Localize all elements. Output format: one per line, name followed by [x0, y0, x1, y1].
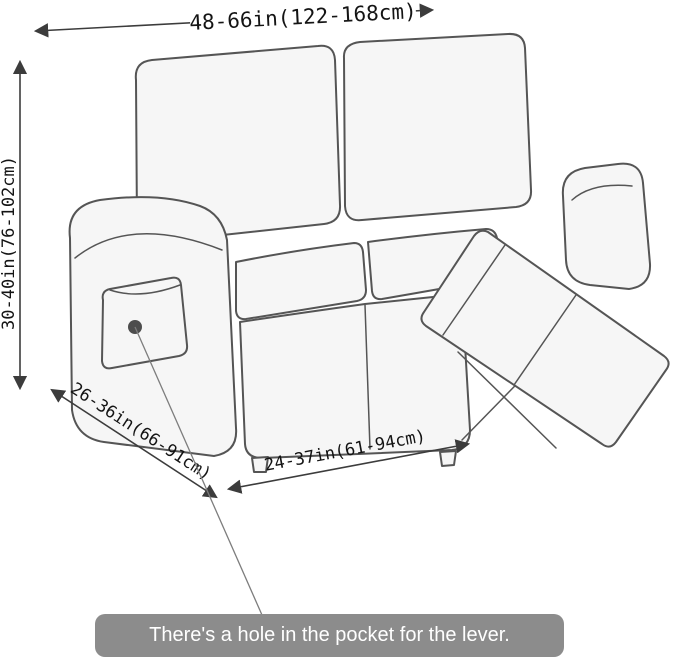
lever-pocket [101, 276, 189, 370]
arm-right-seam [571, 184, 633, 201]
arm-right [561, 162, 652, 290]
leg-front-right [439, 450, 457, 467]
footrest-divider-upper [442, 244, 506, 336]
seat-cushion-left [235, 242, 367, 321]
front-panel-crease [364, 304, 371, 450]
tooltip: There's a hole in the pocket for the lev… [95, 614, 564, 657]
tooltip-text: There's a hole in the pocket for the lev… [149, 624, 510, 646]
sofa-illustration [68, 32, 670, 473]
dimension-arrow-depth [50, 388, 218, 499]
lever-pocket-opening [109, 284, 181, 295]
dimension-label-left: 30-40in(76-102cm) [0, 156, 19, 330]
footrest [420, 229, 670, 448]
footrest-divider-lower [513, 294, 577, 386]
dimension-arrow-seat [226, 439, 471, 494]
back-cushion-right [342, 32, 533, 222]
arm-left-seam [74, 233, 223, 259]
linkage-bar-1 [457, 351, 557, 449]
dimension-label-top-bg [189, 0, 417, 36]
tooltip-leader-line [134, 326, 263, 616]
